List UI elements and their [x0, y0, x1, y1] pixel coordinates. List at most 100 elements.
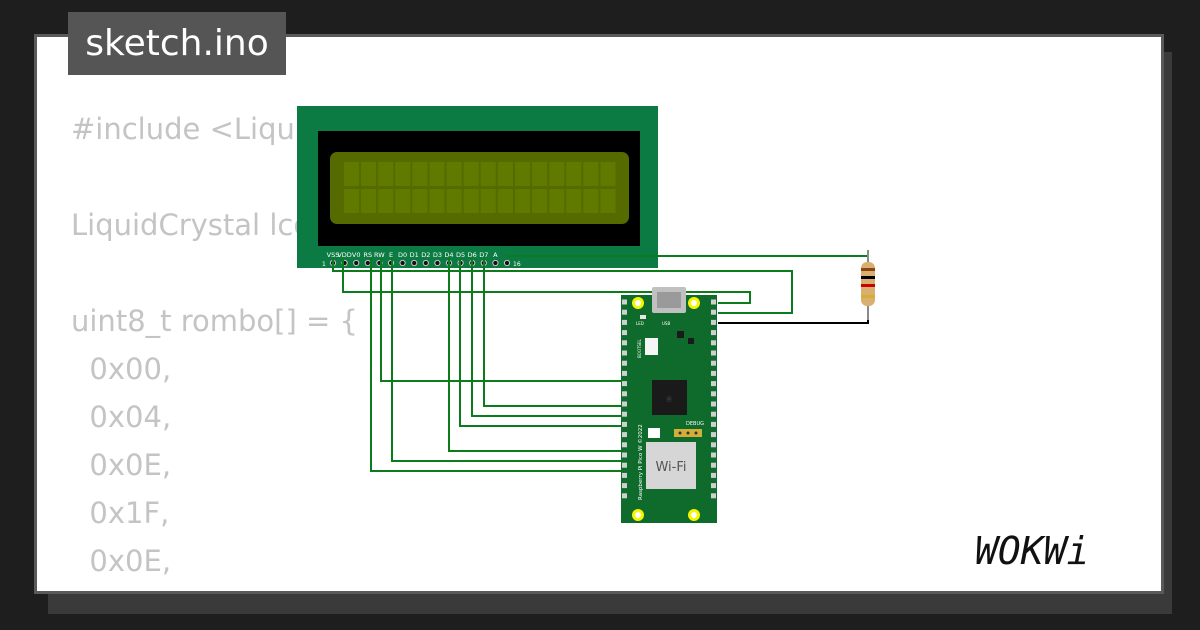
pico-pin[interactable] [711, 319, 716, 325]
lcd-char-cell [583, 189, 599, 213]
debug-label: DEBUG [686, 421, 704, 427]
pico-pin[interactable] [711, 493, 716, 499]
resistor-band [861, 295, 875, 298]
lcd-char-cell [412, 189, 428, 213]
lcd-char-cell [412, 162, 428, 186]
wokwi-logo-icon: WOKWi [975, 529, 1089, 573]
lcd-char-cell [395, 189, 411, 213]
lcd-pin[interactable] [399, 259, 406, 267]
lcd-pin-label: D6 [468, 251, 477, 259]
lcd-pin[interactable] [353, 259, 360, 267]
lcd-char-cell [446, 189, 462, 213]
pico-pin[interactable] [711, 350, 716, 356]
logo-text: WOKWi [975, 529, 1089, 573]
pico-pin[interactable] [711, 472, 716, 478]
led-indicator [640, 315, 646, 319]
lcd-char-cell [532, 162, 548, 186]
resistor[interactable] [861, 250, 875, 320]
chip-component [648, 428, 660, 438]
lcd-pin[interactable] [364, 259, 371, 267]
lcd-char-cell [480, 189, 496, 213]
lcd-char-cell [600, 162, 616, 186]
lcd-pin[interactable] [492, 259, 499, 267]
pico-pin[interactable] [711, 340, 716, 346]
lcd-char-cell [463, 162, 479, 186]
pico-pin[interactable] [711, 381, 716, 387]
lcd-pin[interactable] [411, 259, 418, 267]
pico-pin[interactable] [622, 381, 627, 387]
lcd-char-cell [532, 189, 548, 213]
pico-pin[interactable] [622, 360, 627, 366]
pico-pin[interactable] [622, 370, 627, 376]
pico-pin[interactable] [622, 391, 627, 397]
lcd-pin-label: RS [363, 251, 372, 259]
pico-pin[interactable] [622, 340, 627, 346]
wire [370, 258, 626, 472]
wire [459, 258, 626, 427]
pico-pin[interactable] [711, 421, 716, 427]
lcd-pin-label: VDD [337, 251, 351, 259]
file-tab[interactable]: sketch.ino [68, 12, 286, 75]
pico-pin[interactable] [711, 411, 716, 417]
pico-pin[interactable] [711, 442, 716, 448]
pico-pin[interactable] [711, 452, 716, 458]
lcd-pin[interactable] [503, 259, 511, 267]
pico-pin[interactable] [622, 299, 627, 305]
pico-pin[interactable] [711, 299, 716, 305]
lcd-char-cell [344, 162, 359, 186]
pico-pin[interactable] [622, 452, 627, 458]
pico-pin[interactable] [711, 391, 716, 397]
pico-pin[interactable] [622, 309, 627, 315]
lcd-char-cell [429, 189, 445, 213]
pico-pin[interactable] [622, 472, 627, 478]
resistor-band [861, 276, 875, 279]
pico-pin[interactable] [711, 360, 716, 366]
pico-pin[interactable] [622, 319, 627, 325]
wifi-module [646, 442, 696, 489]
lcd-pin-label: D0 [398, 251, 407, 259]
pico-pin[interactable] [622, 411, 627, 417]
lcd-pin-label: V0 [352, 251, 361, 259]
bootsel-button[interactable] [645, 338, 658, 355]
lcd-pin-label: E [389, 251, 393, 259]
lcd-char-cell [497, 189, 513, 213]
pico-pin[interactable] [622, 442, 627, 448]
pico-pin[interactable] [711, 432, 716, 438]
wire [471, 258, 626, 417]
raspberry-icon: ❀ [665, 395, 673, 405]
pico-pin[interactable] [622, 493, 627, 499]
lcd-pin[interactable] [422, 259, 429, 267]
bootsel-label: BOOTSEL [637, 339, 642, 358]
usb-label: USB [662, 321, 670, 326]
pico-pin[interactable] [711, 330, 716, 336]
pico-pin[interactable] [622, 462, 627, 468]
pico-pin[interactable] [622, 421, 627, 427]
code-line: 0x0E, [71, 448, 172, 482]
code-line: 0x00, [71, 352, 172, 386]
lcd-pin-label: VSS [327, 251, 340, 259]
lcd-char-cell [378, 162, 394, 186]
pico-pin[interactable] [711, 483, 716, 489]
pico-pin-headers [622, 299, 716, 499]
wire [448, 258, 626, 452]
lcd-char-cell [344, 189, 359, 213]
lcd-pin-label: D3 [433, 251, 442, 259]
pico-board[interactable]: LED USB BOOTSEL ❀ DEBUG Wi-Fi Raspberry … [621, 287, 717, 523]
pico-pin[interactable] [622, 432, 627, 438]
pico-pin[interactable] [711, 370, 716, 376]
pico-pin[interactable] [711, 462, 716, 468]
lcd-pin[interactable] [434, 259, 441, 267]
lcd-pin-last: 16 [513, 261, 521, 268]
pico-pin[interactable] [622, 350, 627, 356]
lcd-character-grid [344, 162, 616, 213]
pico-pin[interactable] [622, 330, 627, 336]
pico-pin[interactable] [622, 401, 627, 407]
pico-pin[interactable] [711, 401, 716, 407]
wire [332, 258, 793, 314]
pico-pin[interactable] [711, 309, 716, 315]
lcd-char-cell [378, 189, 394, 213]
pico-pin[interactable] [622, 483, 627, 489]
lcd-char-cell [395, 162, 411, 186]
